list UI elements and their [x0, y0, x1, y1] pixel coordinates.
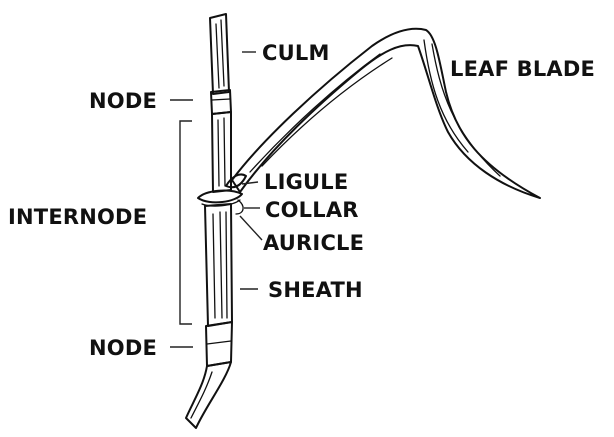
- leaf-blade-label: LEAF BLADE: [450, 57, 595, 81]
- internode-label: INTERNODE: [8, 205, 147, 229]
- collar-label: COLLAR: [265, 198, 359, 222]
- node-bottom-label: NODE: [89, 336, 157, 360]
- culm-label: CULM: [262, 41, 330, 65]
- ligule-label: LIGULE: [264, 170, 348, 194]
- culm-stem: [186, 14, 242, 428]
- sheath-label: SHEATH: [268, 278, 363, 302]
- ligule-leader: [242, 182, 258, 184]
- auricle-leader: [240, 216, 262, 240]
- internode-bracket: [180, 121, 192, 324]
- node-top-label: NODE: [89, 89, 157, 113]
- leader-lines: [170, 52, 262, 347]
- auricle-label: AURICLE: [263, 231, 364, 255]
